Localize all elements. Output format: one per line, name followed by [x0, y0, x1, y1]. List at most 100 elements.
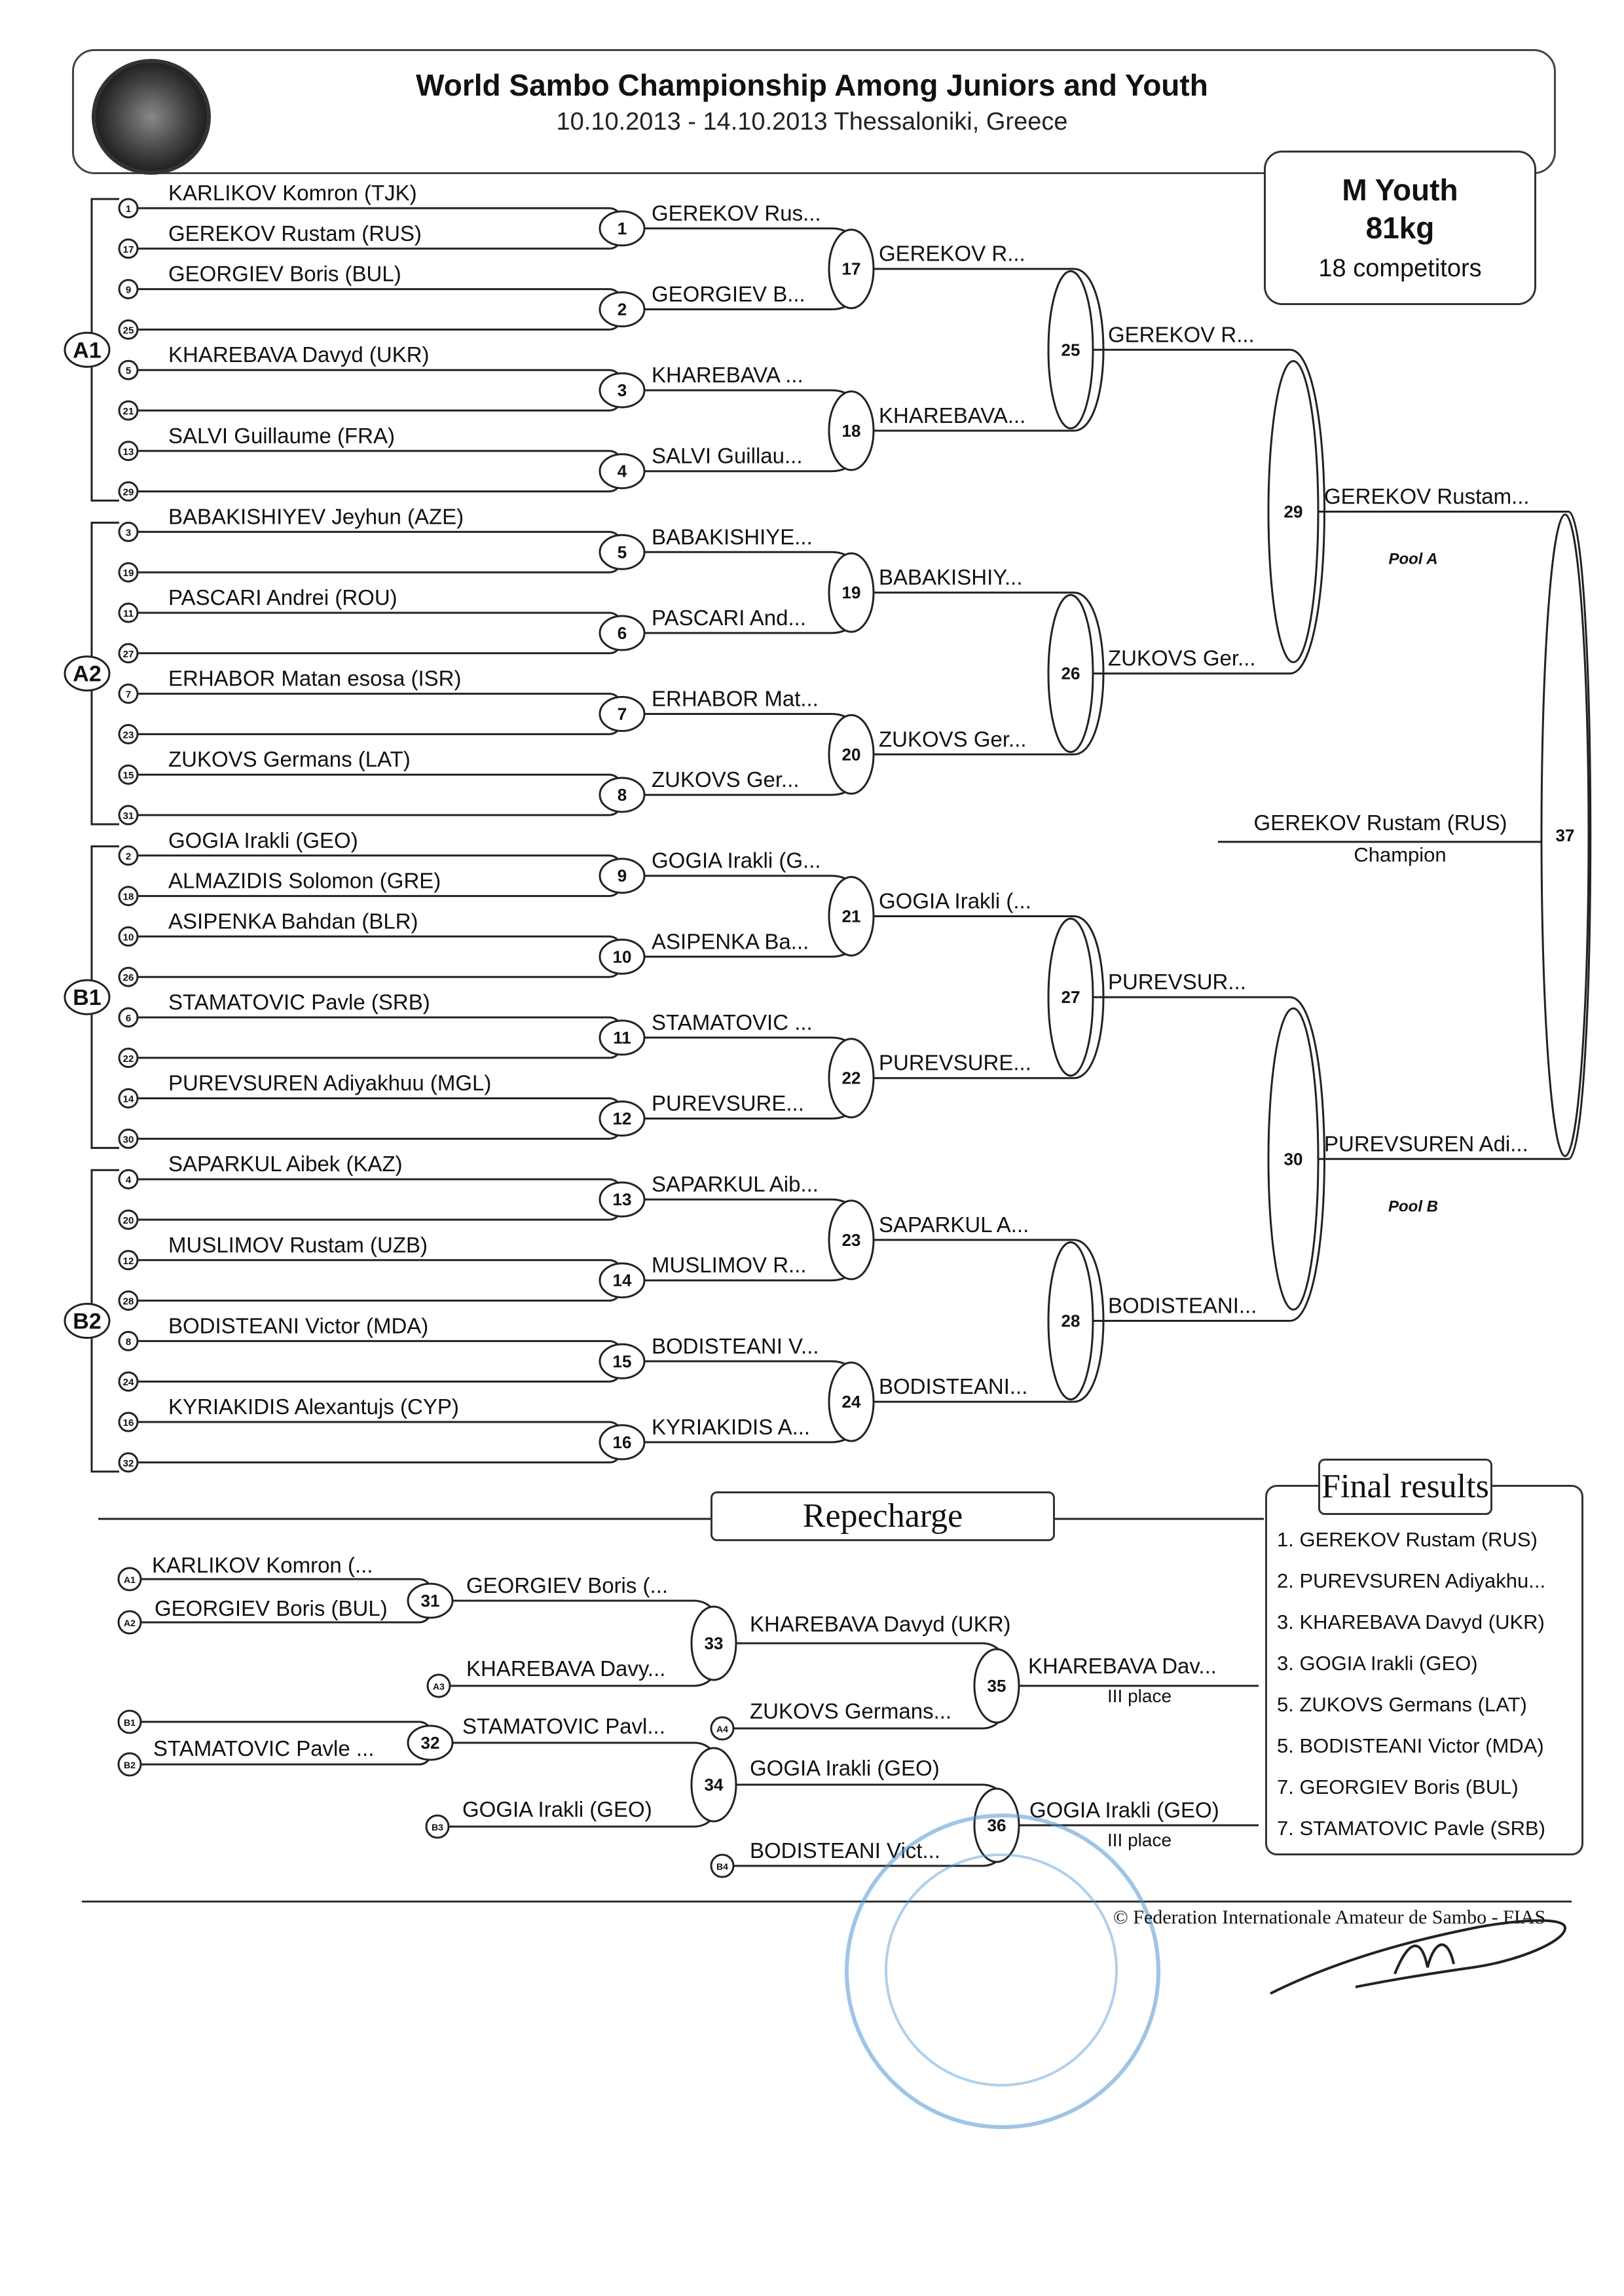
round2-winner: BODISTEANI...: [879, 1374, 1027, 1398]
seed-number: 20: [123, 1215, 134, 1226]
seed-number: 11: [123, 608, 134, 619]
seed-number: 26: [123, 972, 134, 983]
repechage-bout-number: 31: [421, 1591, 440, 1611]
competitor-name: ALMAZIDIS Solomon (GRE): [168, 869, 441, 893]
round1-winner: KHAREBAVA ...: [652, 363, 803, 387]
semi-winner: GEREKOV Rustam...: [1324, 484, 1530, 509]
competitor-count: 18 competitors: [1318, 255, 1482, 282]
competitor-name: SALVI Guillaume (FRA): [168, 424, 395, 448]
competitor-name: BODISTEANI Victor (MDA): [168, 1313, 428, 1338]
round2-bout-number: 24: [842, 1392, 861, 1412]
round3-winner: ZUKOVS Ger...: [1108, 646, 1256, 670]
round3-winner: PUREVSUR...: [1108, 970, 1246, 994]
official-seal: [845, 1813, 1160, 2129]
seed-circle: [118, 441, 139, 462]
final-results-list: 1. GEREKOV Rustam (RUS) 2. PUREVSUREN Ad…: [1277, 1519, 1578, 1849]
competitor-name: PUREVSUREN Adiyakhuu (MGL): [168, 1071, 491, 1095]
seed-number: 3: [126, 527, 131, 538]
repechage-winner: STAMATOVIC Pavl...: [462, 1714, 665, 1738]
repechage-bout-number: 35: [987, 1676, 1006, 1696]
header-frame: [72, 49, 1556, 174]
result-row: 5. BODISTEANI Victor (MDA): [1277, 1734, 1544, 1757]
seed-circle: [118, 886, 139, 907]
seed-number: 8: [126, 1336, 131, 1347]
round1-bout-number: 9: [618, 866, 627, 886]
round2-bout-number: 23: [842, 1230, 861, 1250]
round1-winner: STAMATOVIC ...: [652, 1010, 813, 1034]
round1-winner: SALVI Guillau...: [652, 444, 803, 468]
pool-label: B2: [73, 1309, 101, 1334]
round1-bout-number: 8: [618, 785, 627, 805]
repechage-entry: KARLIKOV Komron (...: [152, 1553, 373, 1577]
round1-winner: SAPARKUL Aib...: [652, 1172, 819, 1196]
result-row: 3. KHAREBAVA Davyd (UKR): [1277, 1611, 1545, 1633]
repechage-entry: STAMATOVIC Pavle ...: [153, 1736, 374, 1760]
round1-bout-number: 13: [613, 1190, 632, 1209]
seed-number: 21: [123, 406, 134, 417]
result-row: 3. GOGIA Irakli (GEO): [1277, 1652, 1478, 1675]
competitor-name: STAMATOVIC Pavle (SRB): [168, 990, 430, 1014]
pool-badge: [64, 979, 111, 1015]
pool-label: A1: [73, 338, 101, 363]
repechage-seed-label: B3: [432, 1822, 443, 1832]
seed-circle: [118, 359, 139, 380]
seed-number: 6: [126, 1013, 131, 1024]
seed-circle: [118, 1048, 139, 1068]
repechage-seed-label: A4: [716, 1724, 728, 1734]
champion-caption: Champion: [1354, 843, 1446, 866]
round3-bout-number: 28: [1061, 1311, 1080, 1331]
event-dates: 10.10.2013 - 14.10.2013 Thessaloniki, Gr…: [556, 108, 1068, 136]
round1-bout-number: 2: [618, 300, 627, 319]
seed-circle: [118, 1169, 139, 1190]
third-place-caption: III place: [1107, 1686, 1172, 1706]
repechage-title: Repecharge: [710, 1491, 1055, 1541]
competitor-name: PASCARI Andrei (ROU): [168, 585, 397, 610]
seed-number: 25: [123, 325, 134, 336]
seed-number: 16: [123, 1417, 134, 1429]
round3-bout-number: 26: [1061, 664, 1080, 683]
repechage-entry: GEORGIEV Boris (BUL): [155, 1596, 388, 1620]
seed-circle: [118, 1371, 139, 1392]
round1-bout-number: 12: [613, 1109, 632, 1129]
repechage-bout-number: 32: [421, 1733, 440, 1753]
round2-winner: KHAREBAVA...: [879, 403, 1025, 428]
seed-number: 31: [123, 811, 134, 822]
semi-bout-number: 29: [1284, 502, 1303, 522]
signature: [1270, 1919, 1567, 1995]
seed-number: 14: [123, 1094, 134, 1105]
round2-winner: GOGIA Irakli (...: [879, 889, 1031, 913]
seed-circle: [118, 683, 139, 704]
repechage-winner: KHAREBAVA Davyd (UKR): [750, 1612, 1011, 1636]
seed-number: 22: [123, 1053, 134, 1065]
round2-bout-number: 18: [842, 421, 861, 441]
seed-number: 19: [123, 568, 134, 579]
pool-badge: [64, 1303, 111, 1339]
round2-bout-number: 19: [842, 583, 861, 602]
competitor-name: SAPARKUL Aibek (KAZ): [168, 1152, 403, 1176]
repechage-winner: GEORGIEV Boris (...: [466, 1573, 668, 1597]
seed-circle: [118, 1128, 139, 1149]
semi-bout-number: 30: [1284, 1149, 1303, 1169]
round1-winner: GOGIA Irakli (G...: [652, 848, 821, 873]
pool-badge: [64, 331, 111, 368]
round1-bout-number: 10: [613, 947, 632, 966]
round1-bout-number: 15: [613, 1351, 632, 1371]
round1-winner: KYRIAKIDIS A...: [652, 1415, 810, 1439]
seed-circle: [118, 643, 139, 664]
competitor-name: ZUKOVS Germans (LAT): [168, 747, 411, 771]
seed-number: 10: [123, 932, 134, 943]
seed-circle: [118, 481, 139, 502]
round2-winner: PUREVSURE...: [879, 1051, 1031, 1075]
seed-circle: [118, 400, 139, 421]
round2-bout-number: 21: [842, 907, 861, 926]
round3-bout-number: 25: [1061, 340, 1080, 359]
pool-badge: [64, 655, 111, 692]
round1-winner: PASCARI And...: [652, 606, 806, 630]
round1-bout-number: 16: [613, 1432, 632, 1452]
round1-winner: BODISTEANI V...: [652, 1334, 819, 1358]
seed-number: 13: [123, 446, 134, 458]
seed-circle: [118, 805, 139, 826]
seed-circle: [118, 1290, 139, 1311]
round2-bout-number: 20: [842, 744, 861, 764]
